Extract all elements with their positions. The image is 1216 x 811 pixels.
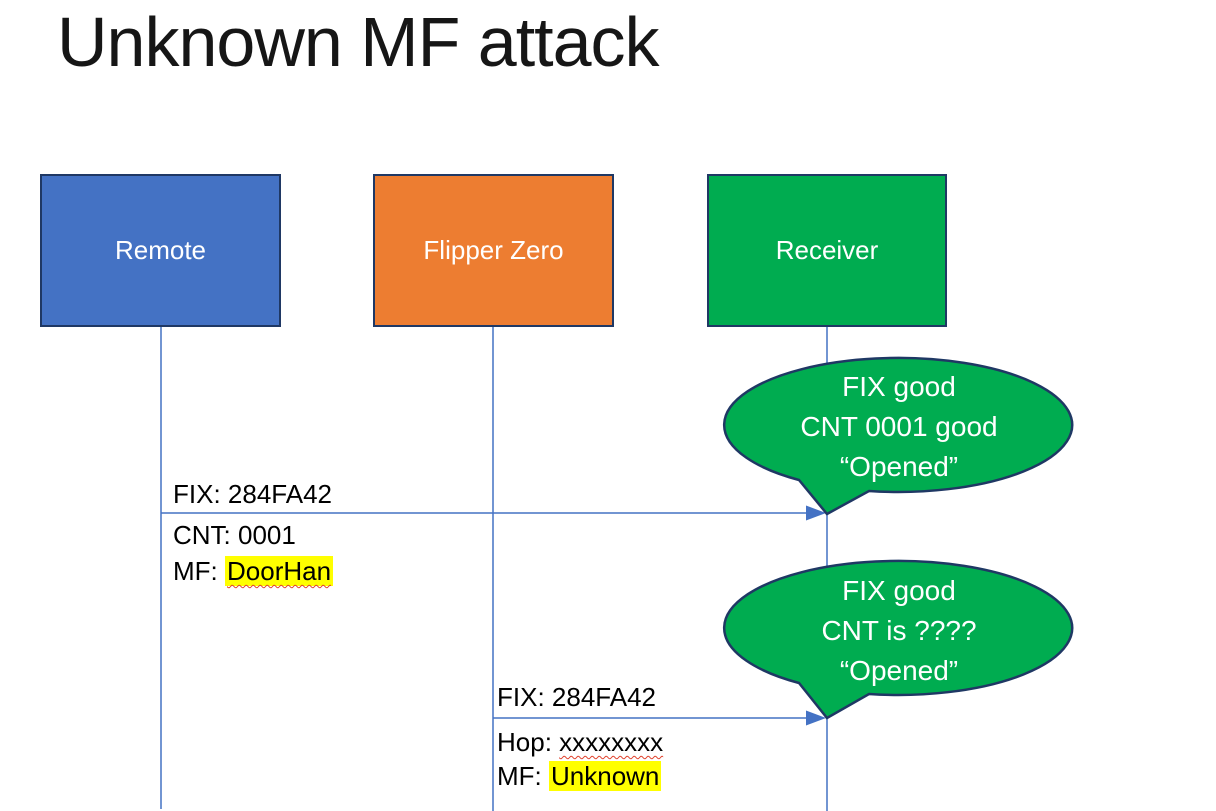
actor-label-remote: Remote — [114, 235, 207, 265]
page-title: Unknown MF attack — [57, 3, 660, 81]
message-arrow-1-arrowhead-icon — [806, 505, 826, 521]
message-2-label-mf: MF: Unknown — [497, 761, 662, 792]
speech-bubble-2 — [722, 559, 1074, 720]
callout-1-line-3: “Opened” — [839, 451, 959, 482]
message-1-mf-value-highlighted: DoorHan — [225, 556, 334, 586]
callout-2-line-2: CNT is ???? — [821, 615, 977, 646]
message-2-hop-value-misspelled: xxxxxxxx — [559, 727, 664, 757]
callout-1-text: FIX good CNT 0001 good “Opened” — [725, 367, 1073, 487]
message-1-label-fix: FIX: 284FA42 — [173, 479, 332, 509]
callout-2-line-3: “Opened” — [839, 655, 959, 686]
speech-bubble-1 — [722, 356, 1074, 516]
message-1-mf-prefix: MF: — [173, 556, 225, 586]
message-1-label-mf: MF: DoorHan — [173, 556, 334, 587]
actor-box-flipper-zero: Flipper Zero — [373, 174, 614, 327]
callout-2-line-1: FIX good — [842, 575, 956, 606]
message-2-mf-value-highlighted: Unknown — [549, 761, 662, 791]
callout-1-line-1: FIX good — [842, 371, 956, 402]
callout-1-line-2: CNT 0001 good — [800, 411, 998, 442]
message-2-mf-prefix: MF: — [497, 761, 549, 791]
message-2-hop-prefix: Hop: — [497, 727, 560, 757]
actor-label-receiver: Receiver — [775, 235, 879, 265]
actor-box-receiver: Receiver — [707, 174, 947, 327]
message-arrow-2-arrowhead-icon — [806, 710, 826, 726]
message-2-label-fix: FIX: 284FA42 — [497, 682, 656, 712]
message-1-label-cnt: CNT: 0001 — [173, 520, 296, 550]
actor-label-flipper-zero: Flipper Zero — [423, 235, 564, 265]
callout-2-text: FIX good CNT is ???? “Opened” — [725, 571, 1073, 691]
actor-box-remote: Remote — [40, 174, 281, 327]
message-2-label-hop: Hop: xxxxxxxx — [497, 727, 663, 758]
